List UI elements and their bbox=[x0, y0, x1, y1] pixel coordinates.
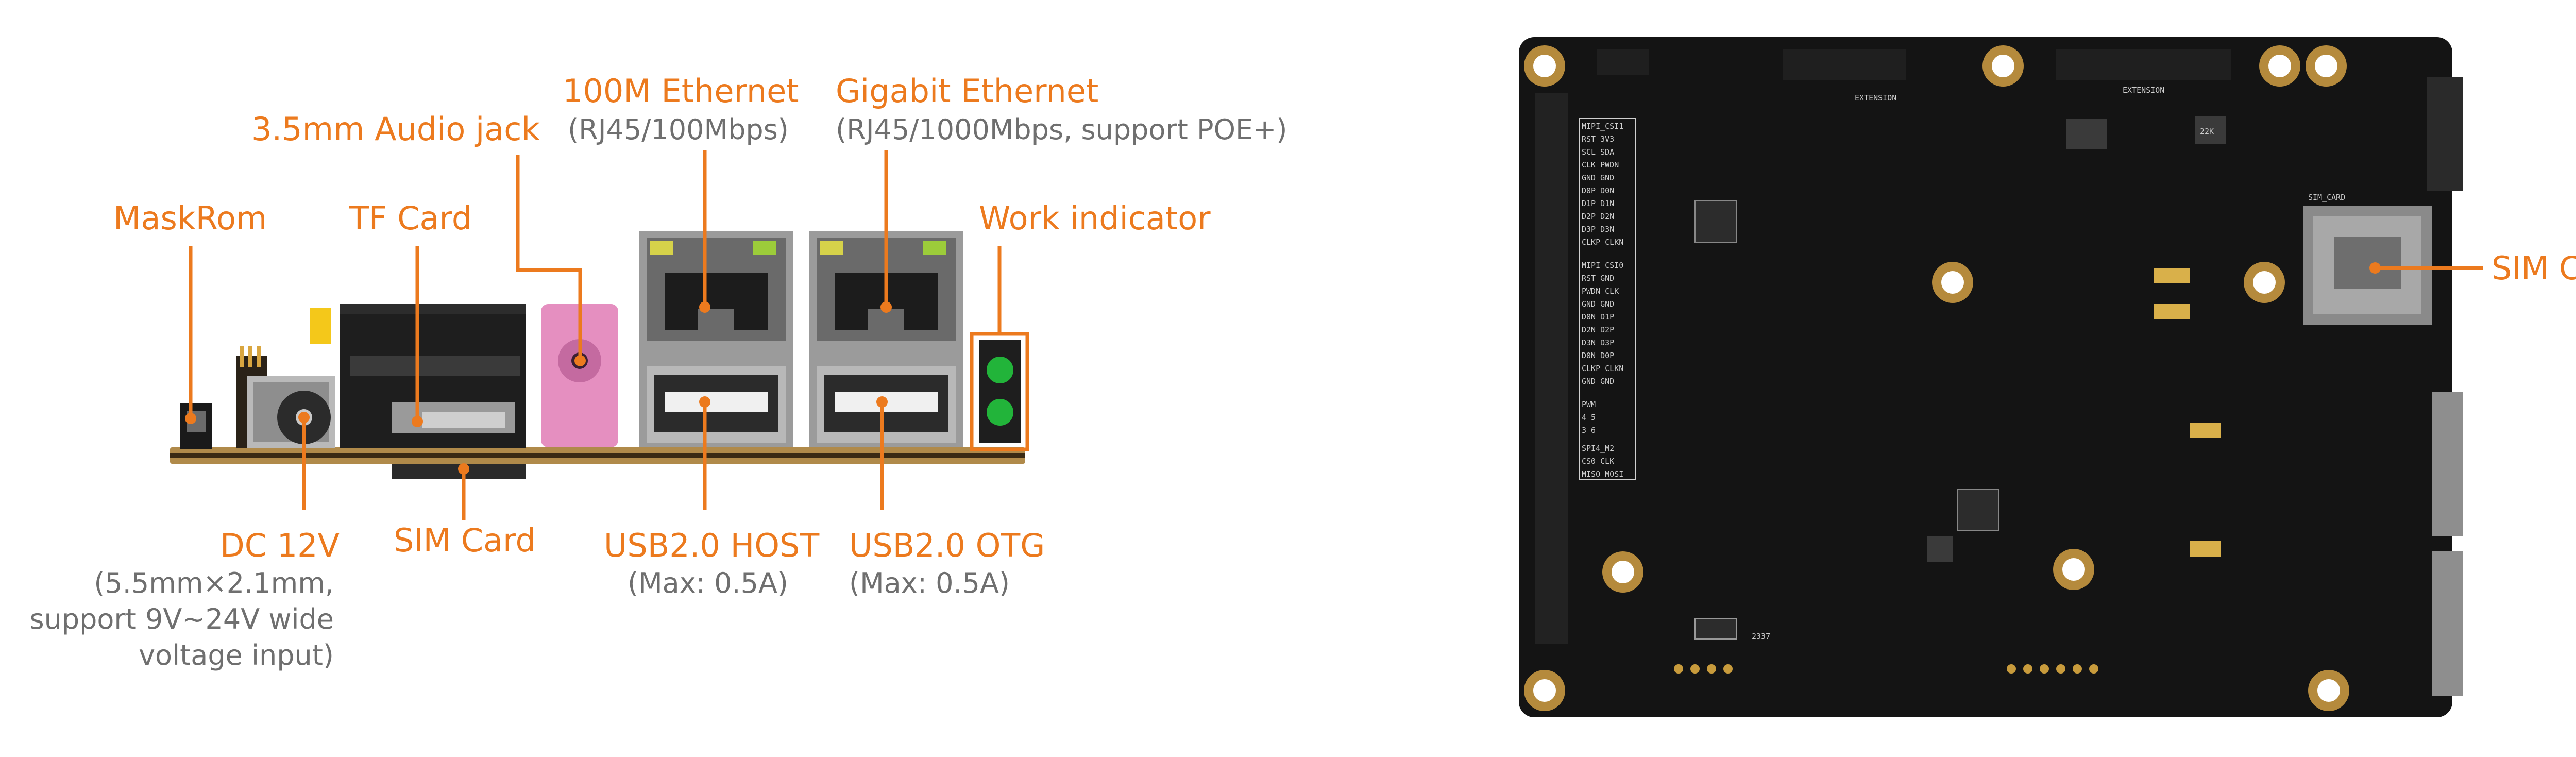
chips: 22K bbox=[1694, 116, 2226, 640]
svg-text:22K: 22K bbox=[2200, 127, 2214, 136]
silk-extension-top: EXTENSION bbox=[2123, 86, 2164, 95]
pcb-back bbox=[1519, 37, 2452, 717]
label-dc12v: DC 12V bbox=[220, 527, 340, 564]
svg-text:D0N D1P: D0N D1P bbox=[1582, 312, 1614, 322]
label-usb-otg-sub: (Max: 0.5A) bbox=[849, 567, 1010, 599]
sim-card-slot-part bbox=[392, 464, 526, 479]
jumper-part bbox=[310, 308, 331, 344]
svg-text:3 6: 3 6 bbox=[1582, 426, 1596, 435]
svg-text:SPI4_M2: SPI4_M2 bbox=[1582, 444, 1614, 453]
label-maskrom: MaskRom bbox=[113, 199, 267, 237]
label-dc12v-sub-2: support 9V~24V wide bbox=[29, 603, 334, 635]
usb-host-part bbox=[647, 366, 786, 443]
svg-text:SIM_CARD: SIM_CARD bbox=[2308, 193, 2345, 202]
svg-text:D3N D3P: D3N D3P bbox=[1582, 338, 1614, 347]
tf-card-slot-part bbox=[392, 402, 515, 433]
callouts-left: MaskRom TF Card 3.5mm Audio jack 100M Et… bbox=[29, 72, 1287, 671]
svg-text:D3P D3N: D3P D3N bbox=[1582, 225, 1614, 234]
svg-text:CLK PWDN: CLK PWDN bbox=[1582, 160, 1619, 170]
svg-text:CS0 CLK: CS0 CLK bbox=[1582, 457, 1614, 466]
svg-text:D2N D2P: D2N D2P bbox=[1582, 325, 1614, 334]
label-100m-ethernet-sub: (RJ45/100Mbps) bbox=[568, 113, 789, 146]
label-tf-card: TF Card bbox=[349, 199, 472, 237]
sim-card-slot-back: SIM_CARD bbox=[2303, 193, 2432, 325]
work-indicator-leds bbox=[970, 332, 1029, 451]
board-side-view bbox=[170, 231, 1029, 479]
svg-text:MIPI_CSI1: MIPI_CSI1 bbox=[1582, 122, 1623, 131]
silk-extension-mid: EXTENSION bbox=[1855, 93, 1896, 103]
label-audio-jack: 3.5mm Audio jack bbox=[251, 110, 540, 148]
label-100m-ethernet: 100M Ethernet bbox=[563, 72, 799, 110]
mounting-holes bbox=[1524, 45, 2349, 711]
svg-text:CLKP CLKN: CLKP CLKN bbox=[1582, 364, 1623, 373]
callout-right: SIM Card bbox=[2369, 249, 2576, 287]
svg-text:PWDN CLK: PWDN CLK bbox=[1582, 287, 1619, 296]
bottom-pads bbox=[1674, 664, 2098, 674]
svg-text:RST 3V3: RST 3V3 bbox=[1582, 134, 1614, 144]
svg-text:MIPI_CSI0: MIPI_CSI0 bbox=[1582, 261, 1623, 270]
header-pads-top bbox=[1597, 49, 2231, 80]
label-sim-card-side: SIM Card bbox=[394, 522, 536, 559]
label-usb-host-sub: (Max: 0.5A) bbox=[628, 567, 788, 599]
label-usb-host: USB2.0 HOST bbox=[604, 527, 820, 564]
label-dc12v-sub-3: voltage input) bbox=[139, 639, 334, 671]
label-gigabit-ethernet: Gigabit Ethernet bbox=[836, 72, 1098, 110]
svg-text:SCL SDA: SCL SDA bbox=[1582, 147, 1614, 157]
svg-text:GND GND: GND GND bbox=[1582, 377, 1614, 386]
svg-text:4 5: 4 5 bbox=[1582, 413, 1596, 422]
svg-text:D0P D0N: D0P D0N bbox=[1582, 186, 1614, 195]
svg-text:MISO MOSI: MISO MOSI bbox=[1582, 469, 1623, 479]
silk-date-code: 2337 bbox=[1752, 632, 1770, 641]
board-back-view: MIPI_CSI1 RST 3V3 SCL SDA CLK PWDN GND G… bbox=[1519, 37, 2463, 717]
svg-text:RST GND: RST GND bbox=[1582, 274, 1614, 283]
svg-text:GND GND: GND GND bbox=[1582, 299, 1614, 309]
svg-text:PWM: PWM bbox=[1582, 400, 1596, 409]
silkscreen-mipi: MIPI_CSI1 RST 3V3 SCL SDA CLK PWDN GND G… bbox=[1579, 118, 1636, 480]
svg-text:D2P D2N: D2P D2N bbox=[1582, 212, 1614, 221]
label-gigabit-ethernet-sub: (RJ45/1000Mbps, support POE+) bbox=[836, 113, 1287, 146]
svg-text:D1P D1N: D1P D1N bbox=[1582, 199, 1614, 208]
label-dc12v-sub-1: (5.5mm×2.1mm, bbox=[94, 567, 334, 599]
label-work-indicator: Work indicator bbox=[979, 199, 1211, 237]
svg-text:CLKP CLKN: CLKP CLKN bbox=[1582, 238, 1623, 247]
label-sim-card-back: SIM Card bbox=[2492, 249, 2576, 287]
svg-text:GND GND: GND GND bbox=[1582, 173, 1614, 182]
dc-jack-part bbox=[247, 376, 335, 448]
header-left-column bbox=[1535, 93, 1568, 644]
svg-text:D0N D0P: D0N D0P bbox=[1582, 351, 1614, 360]
maskrom-button-part bbox=[180, 403, 212, 449]
label-usb-otg: USB2.0 OTG bbox=[849, 527, 1045, 564]
